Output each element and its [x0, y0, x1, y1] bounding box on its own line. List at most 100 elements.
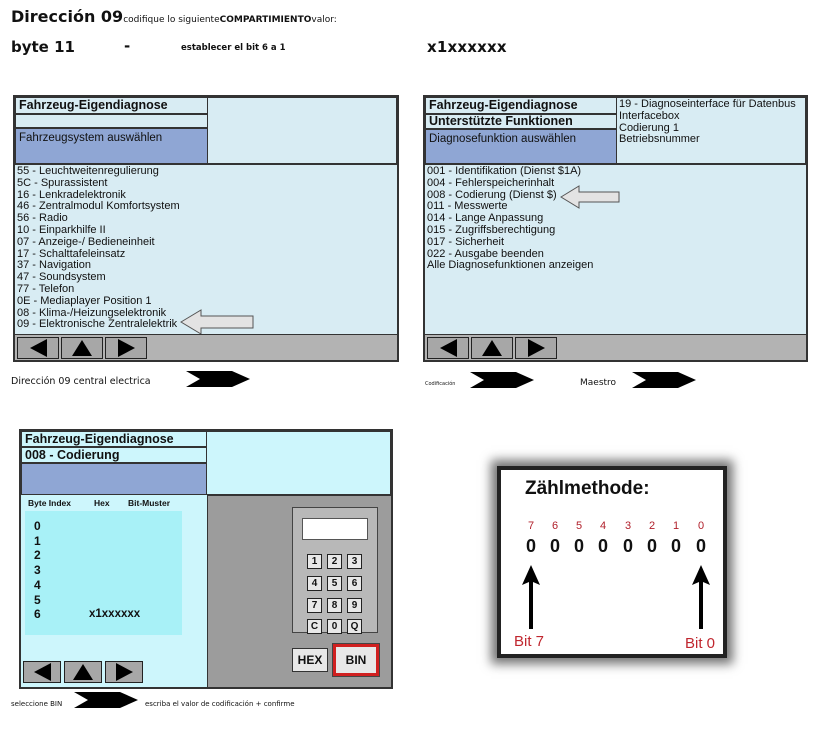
key-5[interactable]: 5	[327, 576, 342, 591]
list-item[interactable]: 10 - Einparkhilfe II	[17, 223, 106, 236]
bit-value: 0	[622, 536, 633, 556]
table-row: 6	[34, 607, 41, 622]
instruction-line: Dirección 09codifique lo siguienteCOMPAR…	[11, 7, 337, 26]
list-item[interactable]: 55 - Leuchtweitenregulierung	[17, 165, 159, 177]
target-bit-pattern: x1xxxxxx	[427, 38, 507, 56]
list-item[interactable]: 014 - Lange Anpassung	[427, 212, 544, 225]
keypad-body: 1 2 3 4 5 6 7 8 9 C 0 Q	[292, 507, 378, 634]
bit-value: 0	[549, 536, 560, 556]
forward-button[interactable]	[105, 337, 147, 359]
info-line: Interfacebox	[619, 109, 680, 122]
list-item[interactable]: 77 - Telefon	[17, 282, 75, 295]
bin-button[interactable]: BIN	[332, 643, 380, 677]
chevron-right-icon	[632, 372, 696, 388]
forward-button[interactable]	[515, 337, 557, 359]
chevron-right-icon	[470, 372, 534, 388]
key-7[interactable]: 7	[307, 598, 322, 613]
caption-coding: Codificación	[425, 381, 456, 387]
back-button[interactable]	[17, 337, 59, 359]
pointer-arrow-icon	[180, 309, 254, 335]
key-8[interactable]: 8	[327, 598, 342, 613]
bit-0-label: Bit 0	[685, 635, 716, 652]
arrow-left-icon	[33, 663, 51, 681]
table-row: 0	[34, 519, 41, 533]
bit-value: 0	[670, 536, 681, 556]
panel-vehicle-system: Fahrzeug-Eigendiagnose Fahrzeugsystem au…	[13, 95, 399, 362]
function-list[interactable]: 001 - Identifikation (Dienst $1A) 004 - …	[425, 164, 806, 335]
up-button[interactable]	[471, 337, 513, 359]
list-item[interactable]: 004 - Fehlerspeicherinhalt	[427, 176, 555, 189]
list-item[interactable]: 46 - Zentralmodul Komfortsystem	[17, 200, 180, 213]
list-item[interactable]: 001 - Identifikation (Dienst $1A)	[427, 165, 582, 177]
column-header-hex: Hex	[94, 498, 110, 508]
list-item[interactable]: 022 - Ausgabe beenden	[427, 247, 544, 260]
list-item[interactable]: 015 - Zugriffsberechtigung	[427, 223, 556, 236]
table-row: 4	[34, 577, 41, 592]
up-button[interactable]	[61, 337, 103, 359]
list-item[interactable]: 07 - Anzeige-/ Bedieneinheit	[17, 235, 155, 248]
list-item[interactable]: 017 - Sicherheit	[427, 235, 505, 248]
back-button[interactable]	[427, 337, 469, 359]
counting-method-title: Zählmethode:	[525, 478, 650, 499]
bit-number: 7	[527, 520, 535, 532]
byte-label: byte 11	[11, 38, 75, 56]
arrow-up-icon	[692, 565, 710, 629]
list-item[interactable]: 56 - Radio	[17, 212, 68, 225]
bit-number: 2	[648, 520, 656, 532]
coding-table	[25, 511, 182, 635]
up-button[interactable]	[64, 661, 102, 683]
key-9[interactable]: 9	[347, 598, 362, 613]
panel-coding: Fahrzeug-Eigendiagnose 008 - Codierung B…	[19, 429, 393, 689]
list-item[interactable]: 08 - Klima-/Heizungselektronik	[17, 306, 167, 319]
list-item[interactable]: 17 - Schalttafeleinsatz	[17, 247, 126, 260]
list-item[interactable]: 16 - Lenkradelektronik	[17, 188, 126, 201]
key-0[interactable]: 0	[327, 619, 342, 634]
list-item[interactable]: 008 - Codierung (Dienst $)	[427, 188, 557, 201]
nav-bar	[425, 334, 806, 360]
bit-value: 0	[646, 536, 657, 556]
table-row: 2	[34, 548, 41, 563]
column-header-byte-index: Byte Index	[28, 498, 71, 508]
key-quit[interactable]: Q	[347, 619, 362, 634]
arrow-left-icon	[439, 339, 457, 357]
key-6[interactable]: 6	[347, 576, 362, 591]
list-item[interactable]: 47 - Soundsystem	[17, 271, 106, 284]
back-button[interactable]	[23, 661, 61, 683]
list-item[interactable]: 09 - Elektronische Zentralelektrik	[17, 318, 178, 331]
panel-diagnostic-function: Fahrzeug-Eigendiagnose Unterstützte Funk…	[423, 95, 808, 362]
key-1[interactable]: 1	[307, 554, 322, 569]
bit-number: 3	[624, 520, 632, 532]
arrow-up-icon	[73, 664, 93, 680]
nav-bar	[21, 658, 207, 687]
selection-bar	[21, 463, 207, 495]
bit-value: 0	[597, 536, 608, 556]
key-4[interactable]: 4	[307, 576, 322, 591]
key-3[interactable]: 3	[347, 554, 362, 569]
bit-value: 0	[525, 536, 536, 556]
list-item[interactable]: Alle Diagnosefunktionen anzeigen	[427, 259, 594, 272]
panel-subtitle: 008 - Codierung	[21, 447, 207, 463]
blank-row	[15, 114, 208, 128]
arrow-left-icon	[29, 339, 47, 357]
arrow-up-icon	[522, 565, 540, 629]
panel-title: Fahrzeug-Eigendiagnose	[21, 431, 207, 447]
list-item[interactable]: 011 - Messwerte	[427, 200, 508, 213]
table-row: 1	[34, 533, 41, 548]
list-item[interactable]: 37 - Navigation	[17, 259, 91, 272]
key-clear[interactable]: C	[307, 619, 322, 634]
info-line: Codierung 1	[619, 121, 679, 134]
key-2[interactable]: 2	[327, 554, 342, 569]
arrow-up-icon	[482, 340, 502, 356]
system-list[interactable]: 55 - Leuchtweitenregulierung 5C - Spuras…	[15, 164, 397, 335]
info-line: 19 - Diagnoseinterface für Datenbus	[619, 98, 796, 110]
select-prompt: Fahrzeugsystem auswählen	[15, 128, 208, 164]
caption-central-electric: Dirección 09 central electrica	[11, 376, 151, 387]
bit-number: 6	[551, 520, 559, 532]
list-item[interactable]: 0E - Mediaplayer Position 1	[17, 294, 152, 307]
arrow-right-icon	[117, 339, 135, 357]
bit-number: 0	[697, 520, 705, 532]
forward-button[interactable]	[105, 661, 143, 683]
hex-button[interactable]: HEX	[292, 648, 328, 672]
bit-number: 1	[672, 520, 680, 532]
list-item[interactable]: 5C - Spurassistent	[17, 176, 108, 189]
